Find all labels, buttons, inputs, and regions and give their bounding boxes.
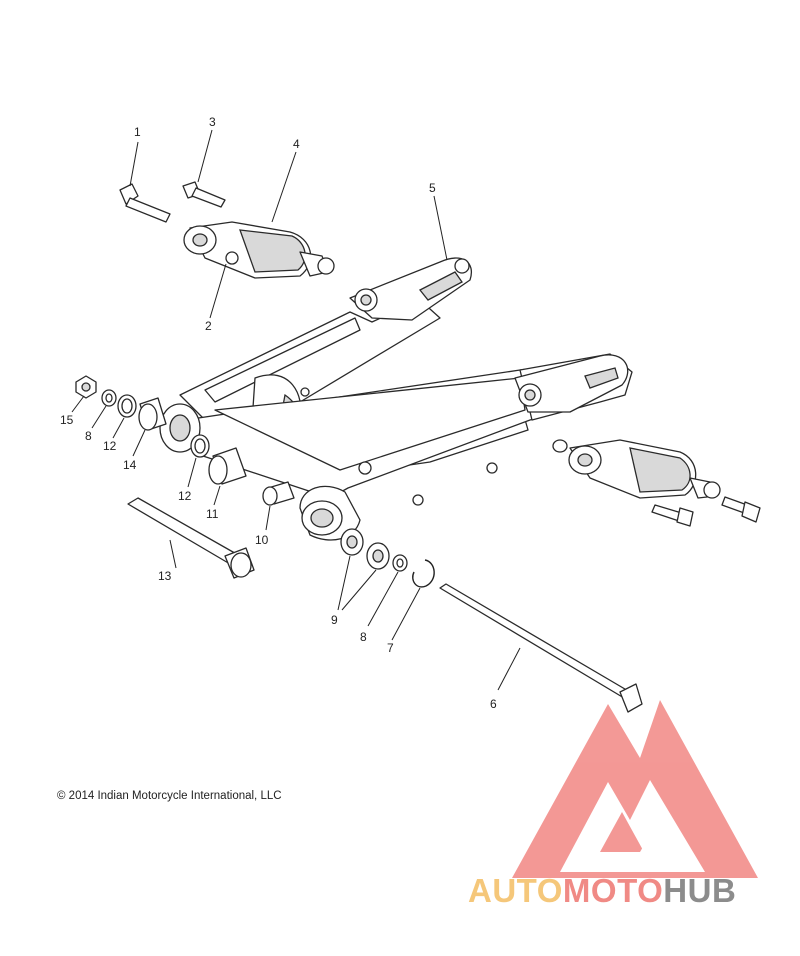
swingarm-frame (159, 299, 633, 541)
callout-8-right: 8 (360, 630, 367, 644)
axle-6 (439, 583, 643, 713)
sleeve-11 (208, 447, 247, 485)
wordmark-moto: MOTO (562, 872, 664, 909)
automotohub-wordmark: AUTOMOTOHUB (468, 872, 736, 910)
right-shock-absorber (552, 439, 721, 499)
bolt-3 (182, 181, 226, 208)
callout-15: 15 (60, 413, 74, 427)
callout-8-left: 8 (85, 429, 92, 443)
washer-12-left (117, 394, 137, 418)
bearing-9b (366, 542, 390, 570)
pivot-shaft-13 (127, 497, 255, 579)
upper-shock-bracket (349, 257, 472, 321)
callout-5: 5 (429, 181, 436, 195)
left-shock-absorber (183, 221, 335, 279)
callout-12-left: 12 (103, 439, 117, 453)
snap-ring-7 (412, 559, 435, 588)
callout-6: 6 (490, 697, 497, 711)
callout-3: 3 (209, 115, 216, 129)
callout-2: 2 (205, 319, 212, 333)
callout-1: 1 (134, 125, 141, 139)
copyright-notice: © 2014 Indian Motorcycle International, … (57, 790, 282, 802)
callout-labels: 1 2 3 4 5 6 7 8 8 9 10 11 12 12 13 14 15 (60, 115, 497, 711)
automotohub-logo-mark (512, 700, 758, 878)
bushing-10 (262, 481, 295, 506)
callout-9: 9 (331, 613, 338, 627)
wordmark-hub: HUB (663, 872, 737, 909)
washer-8-left (101, 389, 117, 407)
wordmark-auto: AUTO (468, 872, 563, 909)
bolt-1 (119, 183, 171, 223)
right-bolts (651, 496, 761, 527)
nut-15 (75, 375, 97, 399)
right-shock-bracket (514, 354, 629, 413)
callout-11: 11 (206, 507, 219, 521)
callout-12-lower: 12 (178, 489, 192, 503)
callout-7: 7 (387, 641, 394, 655)
callout-14: 14 (123, 458, 137, 472)
bearing-9a (340, 528, 364, 556)
washer-12-lower (190, 434, 210, 458)
callout-4: 4 (293, 137, 300, 151)
leader-lines (71, 129, 521, 691)
bushing-14 (138, 397, 167, 431)
washer-8-right (392, 554, 408, 572)
callout-13: 13 (158, 569, 172, 583)
callout-10: 10 (255, 533, 269, 547)
